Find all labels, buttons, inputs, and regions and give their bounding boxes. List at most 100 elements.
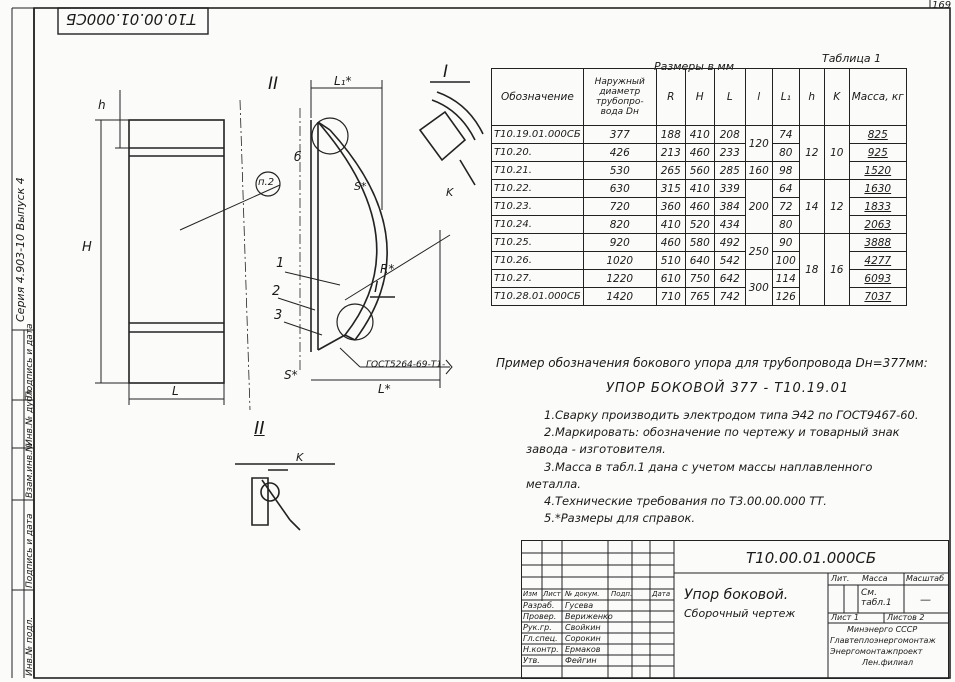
- label-b: б: [294, 150, 302, 164]
- side-orig-inv: Инв.№ подл.: [25, 616, 35, 676]
- name-3: Сорокин: [565, 634, 601, 643]
- front-view-plate: [128, 119, 225, 384]
- role-0: Разраб.: [523, 601, 555, 610]
- name-1: Вериженко: [565, 612, 613, 621]
- role-2: Рук.гр.: [523, 623, 552, 632]
- col-date: Дата: [652, 590, 671, 598]
- label-H: H: [82, 240, 92, 255]
- org-3: Лен.филиал: [862, 658, 914, 667]
- label-R: R*: [380, 262, 395, 276]
- role-3: Гл.спец.: [523, 634, 558, 643]
- weld-symbol: [339, 347, 453, 375]
- page-number: 169: [932, 0, 952, 11]
- center-lines: [239, 99, 301, 411]
- th-mass: Масса, кг: [848, 68, 907, 126]
- org-2: Энергомонтажпроект: [830, 647, 923, 656]
- note-4: 4.Технические требования по Т3.00.00.000…: [544, 494, 827, 508]
- detail-II-view: [235, 463, 335, 531]
- col-doc: № докум.: [565, 590, 600, 598]
- note-2-cont: завода - изготовителя.: [526, 442, 666, 456]
- th-R: R: [655, 68, 686, 126]
- scale-head: Масштаб: [906, 574, 945, 583]
- series-label: Серия 4.903-10 Выпуск 4: [14, 177, 27, 322]
- sheet-number: Лист 1: [831, 613, 859, 622]
- view-I-detail: [418, 91, 484, 186]
- role-5: Утв.: [523, 656, 540, 665]
- note-3-cont: металла.: [526, 477, 581, 491]
- sheets-total: Листов 2: [887, 613, 925, 622]
- corner-code: T10.00.01.000СБ: [66, 10, 197, 28]
- callout-1: 1: [276, 256, 285, 271]
- note-1: 1.Сварку производить электродом типа Э42…: [544, 408, 919, 422]
- note-3: 3.Масса в табл.1 дана с учетом массы нап…: [544, 460, 873, 474]
- name-2: Свойкин: [565, 623, 601, 632]
- stamp-code: Т10.00.01.000СБ: [746, 549, 877, 567]
- dim-L1: [310, 80, 383, 210]
- label-h: h: [98, 98, 106, 112]
- th-h: h: [798, 68, 825, 126]
- dim-Lstar: [311, 230, 441, 388]
- lit-head: Лит.: [831, 574, 850, 583]
- label-s-bottom: S*: [284, 368, 298, 382]
- dim-h: [115, 90, 129, 149]
- callout-3: 3: [274, 308, 283, 323]
- side-dup-inv: Инв.№ дубл.: [25, 387, 35, 446]
- p2-circle: [255, 171, 281, 197]
- detail-K: K: [296, 451, 304, 464]
- label-L-star: L*: [378, 382, 391, 396]
- label-L-bottom: L: [172, 384, 179, 398]
- col-sign: Подп.: [611, 590, 633, 598]
- dim-H: [95, 119, 129, 384]
- name-4: Ермаков: [565, 645, 601, 654]
- callout-2: 2: [272, 284, 281, 299]
- role-4: Н.контр.: [523, 645, 559, 654]
- detail-II-title: II: [254, 418, 265, 439]
- scale-value: —: [920, 593, 931, 606]
- th-H: H: [684, 68, 715, 126]
- title-block-grid: [522, 541, 948, 678]
- weld-standard: ГОСТ5264-69-Т1-: [366, 360, 446, 370]
- th-K: K: [823, 68, 850, 126]
- label-K: K: [446, 186, 454, 199]
- title-block: Т10.00.01.000СБ Упор боковой. Сборочный …: [521, 540, 949, 679]
- label-L1: L₁*: [334, 74, 352, 88]
- side-repl-inv: Взам.инв.№: [25, 442, 35, 498]
- label-view-II: II: [268, 74, 279, 94]
- callout-leaders: [277, 271, 341, 336]
- th-L1: L₁: [771, 68, 800, 126]
- view-I-marker: [370, 81, 470, 298]
- example-line: Пример обозначения бокового упора для тр…: [496, 356, 928, 370]
- dim-L: [128, 383, 225, 405]
- th-designation: Обозначение: [491, 68, 584, 126]
- col-izm: Изм: [523, 590, 538, 598]
- org-1: Главтеплоэнергомонтаж: [830, 636, 936, 645]
- side-view: [310, 117, 388, 352]
- side-strip-boxes: [12, 329, 34, 678]
- org-0: Минэнерго СССР: [847, 625, 918, 634]
- name-5: Фейгин: [565, 656, 597, 665]
- corner-code-box: [57, 7, 209, 35]
- th-l: l: [744, 68, 773, 126]
- label-p2: п.2: [258, 177, 275, 188]
- table-caption: Таблица 1: [822, 52, 882, 65]
- role-1: Провер.: [523, 612, 557, 621]
- th-L: L: [713, 68, 746, 126]
- example-title: УПОР БОКОВОЙ 377 - Т10.19.01: [606, 381, 850, 396]
- col-list: Лист: [543, 590, 561, 598]
- mass-ref: См. табл.1: [861, 588, 892, 608]
- side-sign-date-2: Подпись и дата: [25, 513, 35, 588]
- name-0: Гусева: [565, 601, 594, 610]
- label-view-I-lower: I: [374, 278, 379, 296]
- stamp-name-1: Упор боковой.: [684, 587, 789, 603]
- label-view-I: I: [443, 62, 449, 82]
- label-s-star: S*: [354, 180, 367, 193]
- mass-head: Масса: [862, 574, 888, 583]
- spec-table: Обозначение Наружный диаметр трубопро-во…: [491, 68, 907, 306]
- note-5: 5.*Размеры для справок.: [544, 511, 696, 525]
